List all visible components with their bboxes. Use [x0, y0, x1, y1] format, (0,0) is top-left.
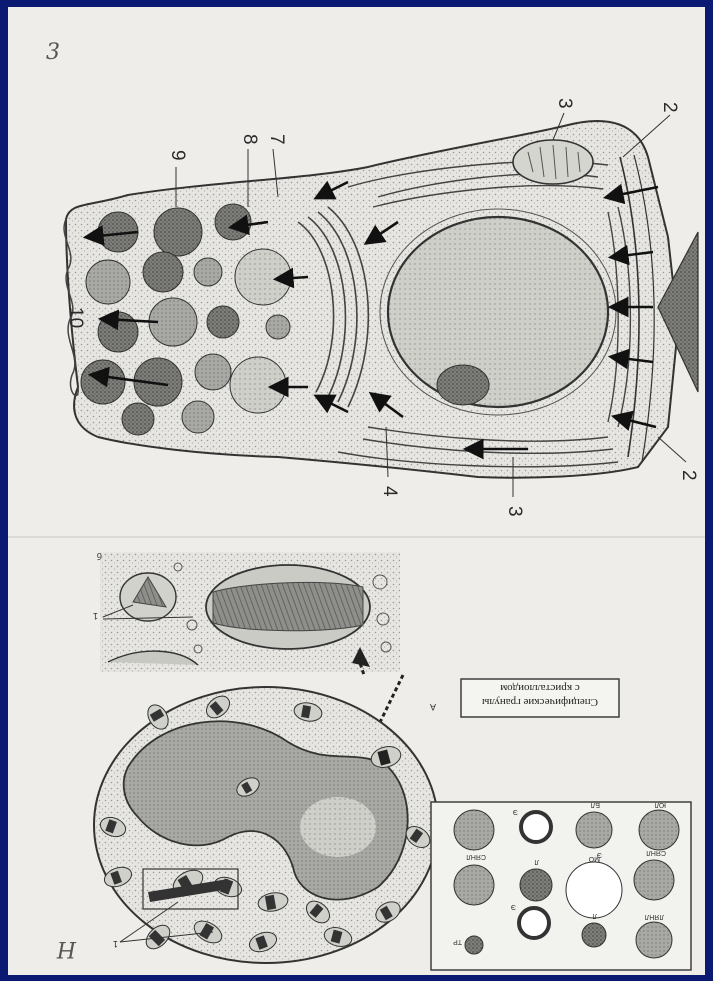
- illustration-canvas: 3 H: [8, 7, 705, 975]
- label-2-top: 2: [659, 102, 680, 113]
- secretory-cell-figure: 2 3 7 8 9 10 4 3 2: [64, 98, 699, 517]
- pointer-label-a: 1: [113, 939, 118, 949]
- crystalloid-core: [213, 582, 363, 630]
- label-2-bottom: 2: [678, 470, 699, 481]
- blood-cells-inset: ЛЯНЛ Л Э ТР СЯНЛ Э МО Л ЮЛ СЯНЛ БЛ Э: [431, 801, 691, 970]
- inset-label-0: ЛЯНЛ: [644, 913, 664, 920]
- label-3-top: 3: [554, 98, 575, 109]
- panel-a-label: А: [430, 702, 436, 712]
- page-mark-top: 3: [46, 40, 60, 65]
- inset-label-8: ЮЛ: [654, 801, 666, 808]
- cell-e-2: [521, 812, 551, 842]
- inset-label-9: СЯНЛ: [466, 853, 486, 860]
- cell-mo: [566, 862, 622, 918]
- eosinophil-panel: 1 А: [94, 687, 438, 963]
- cell-e-1: [519, 908, 549, 938]
- inset-label-6: МО: [588, 855, 600, 862]
- cell-l-2: [520, 869, 552, 901]
- scanned-page: 3 H: [8, 7, 705, 975]
- cell-bl: [576, 812, 612, 848]
- label-10: 10: [65, 307, 86, 328]
- label-7: 7: [266, 134, 287, 145]
- inset-label-1: Л: [592, 912, 597, 919]
- page-mark-bottom: H: [56, 936, 77, 961]
- label-9: 9: [167, 150, 188, 161]
- inset-label-4: СЯНЛ: [646, 849, 666, 856]
- label-3-bottom: 3: [504, 506, 525, 517]
- cell-syanl-1: [634, 860, 674, 900]
- cell-lyanl: [636, 922, 672, 958]
- callout-text-2: с кристаллоидом: [500, 682, 579, 694]
- label-8: 8: [239, 134, 260, 145]
- inset-label-10: БЛ: [590, 801, 600, 808]
- inset-label-7: Л: [534, 858, 539, 865]
- label-4: 4: [379, 486, 400, 497]
- inset-label-3: ТР: [453, 938, 462, 945]
- nucleolus: [437, 365, 489, 405]
- cell-syanl-3: [454, 810, 494, 850]
- cell-syanl-2: [454, 865, 494, 905]
- granule-closeup-panel: 1 б: [93, 551, 400, 672]
- inset-label-2: Э: [511, 903, 516, 910]
- callout-text-1: Специфические гранулы: [481, 696, 598, 708]
- nucleus-pale-region: [300, 797, 376, 857]
- cell-l-1: [582, 923, 606, 947]
- specific-granules-callout: Специфические гранулы с кристаллоидом: [461, 679, 619, 717]
- cell-tr: [465, 936, 483, 954]
- nucleus: [388, 217, 608, 407]
- inset-label-11: Э: [513, 808, 518, 815]
- pointer-label-b: 1: [93, 611, 98, 621]
- panel-b-label: б: [97, 551, 102, 561]
- cell-yul: [639, 810, 679, 850]
